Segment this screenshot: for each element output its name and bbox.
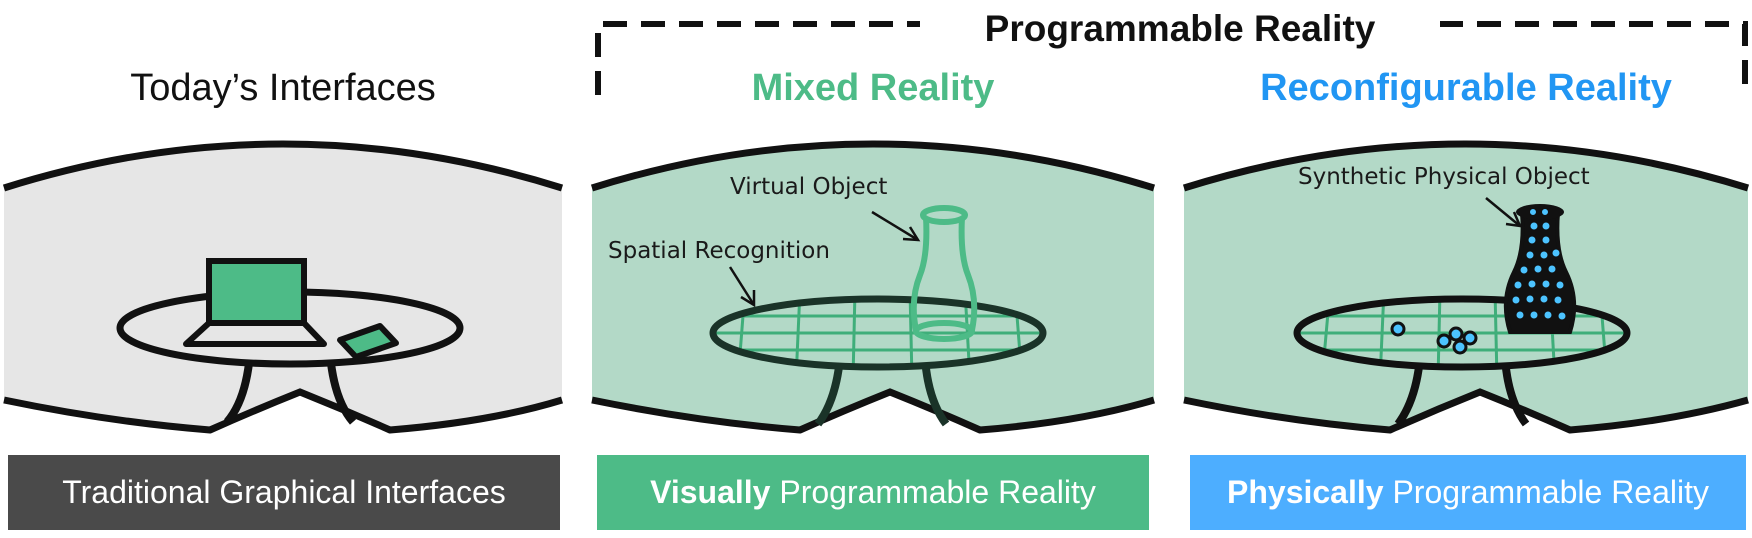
reconfig-headset-view [1184, 144, 1748, 430]
programmable-reality-title: Programmable Reality [920, 4, 1440, 54]
mixed-panel [590, 140, 1156, 434]
virtual-object-arrow [871, 210, 921, 242]
virtual-object-vase [910, 205, 978, 342]
label-rest-part: Traditional Graphical Interfaces [62, 474, 506, 510]
label-rest-part: Programmable Reality [1383, 474, 1709, 510]
label-bold-part: Visually [650, 474, 771, 510]
label-traditional-graphical-interfaces: Traditional Graphical Interfaces [8, 455, 560, 530]
heading-reconfigurable-reality: Reconfigurable Reality [1260, 67, 1672, 109]
label-physically-programmable-reality: Physically Programmable Reality [1190, 455, 1746, 530]
reconfig-visor-top [1182, 140, 1750, 192]
mixed-visor-top [590, 140, 1156, 192]
mixed-visor-bottom [591, 388, 1155, 434]
heading-mixed-reality: Mixed Reality [751, 67, 995, 109]
label-visually-programmable-reality: Visually Programmable Reality [597, 455, 1149, 530]
label-bold-part: Physically [1227, 474, 1384, 510]
loose-particles [1390, 321, 1478, 355]
synthetic-physical-object-vase [1503, 204, 1577, 334]
reconfig-panel [1182, 140, 1750, 434]
phone-icon [337, 323, 399, 360]
annotation-spatial-recognition: Spatial Recognition [608, 238, 830, 264]
annotation-synthetic-physical-object: Synthetic Physical Object [1298, 164, 1590, 190]
spatial-recognition-arrow [728, 266, 756, 308]
today-panel [2, 140, 564, 434]
heading-todays-interfaces: Today’s Interfaces [130, 67, 436, 109]
label-rest-part: Programmable Reality [770, 474, 1096, 510]
laptop-icon [183, 258, 327, 347]
today-visor-top [2, 140, 564, 192]
synthetic-object-arrow [1485, 197, 1523, 228]
annotation-virtual-object: Virtual Object [730, 174, 887, 200]
today-visor-bottom [3, 388, 564, 434]
mixed-headset-view [592, 144, 1154, 430]
reconfig-visor-bottom [1183, 388, 1749, 434]
